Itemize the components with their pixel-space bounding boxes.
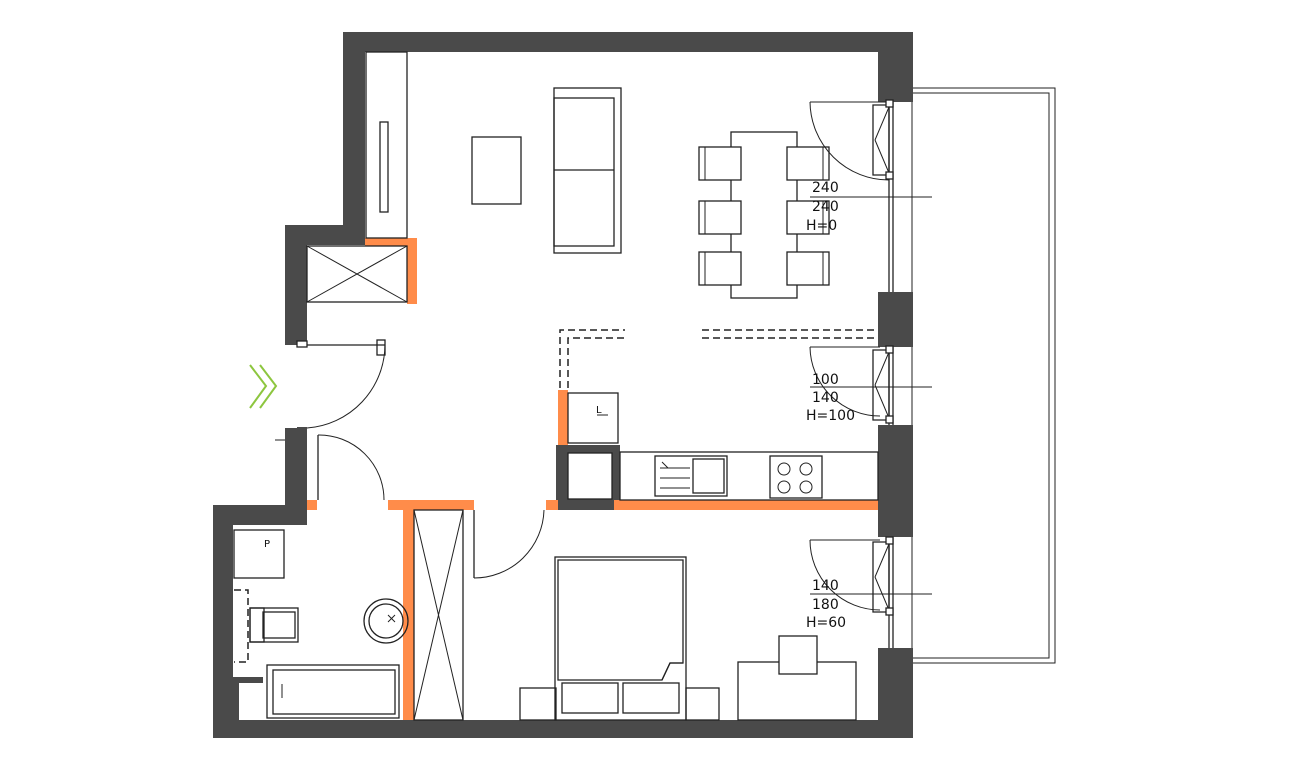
chair xyxy=(786,251,830,286)
cooktop xyxy=(769,455,823,499)
wardrobe-living xyxy=(365,51,408,239)
bed xyxy=(554,556,687,721)
entrance-door xyxy=(275,339,386,441)
window-width: 100 xyxy=(812,372,839,388)
chair xyxy=(786,200,830,235)
balcony xyxy=(911,87,1056,664)
window-kitchen xyxy=(809,345,932,425)
chair xyxy=(786,146,830,181)
sofa xyxy=(553,87,622,254)
kitchen-counter xyxy=(619,451,879,501)
bathtub xyxy=(266,664,400,719)
nightstand-left xyxy=(519,687,557,721)
chair xyxy=(698,146,742,181)
washbasin xyxy=(363,598,409,644)
window-height: 180 xyxy=(812,597,839,613)
sink xyxy=(654,455,728,497)
window-label-bedroom: 140 180 H=60 xyxy=(806,578,846,631)
coffee-table xyxy=(471,136,522,205)
window-height: 140 xyxy=(812,390,839,406)
window-width: 140 xyxy=(812,578,839,594)
window-label-living: 240 240 H=0 xyxy=(806,180,839,234)
column-inner xyxy=(567,452,613,500)
installation-shaft xyxy=(234,589,249,663)
washing-machine: P xyxy=(233,529,285,579)
exterior-walls xyxy=(213,32,913,738)
balcony-door-bedroom xyxy=(809,536,932,648)
window-sill: H=0 xyxy=(806,218,837,234)
entrance-arrow xyxy=(249,364,278,409)
entrance-wardrobe xyxy=(306,245,408,303)
chair xyxy=(698,200,742,235)
window-label-kitchen: 100 140 H=100 xyxy=(806,372,855,424)
partition-walls xyxy=(307,238,878,720)
window-height: 240 xyxy=(812,199,839,215)
pillow xyxy=(622,682,680,714)
upper-cabinets xyxy=(559,329,878,388)
balcony-door-living xyxy=(809,99,932,292)
nightstand-right xyxy=(685,687,720,721)
bedroom-door xyxy=(473,509,545,579)
bathroom-door xyxy=(317,434,385,501)
fridge-mark: L xyxy=(596,405,602,416)
hall-wardrobe xyxy=(413,509,464,721)
pillow xyxy=(561,682,619,714)
toilet xyxy=(249,607,299,643)
chair xyxy=(698,251,742,286)
dining-set xyxy=(698,131,830,299)
window-width: 240 xyxy=(812,180,839,196)
window-sill: H=100 xyxy=(806,408,855,424)
fridge: L xyxy=(567,392,619,444)
washer-mark: P xyxy=(264,539,270,550)
desk xyxy=(737,635,857,721)
window-sill: H=60 xyxy=(806,615,846,631)
